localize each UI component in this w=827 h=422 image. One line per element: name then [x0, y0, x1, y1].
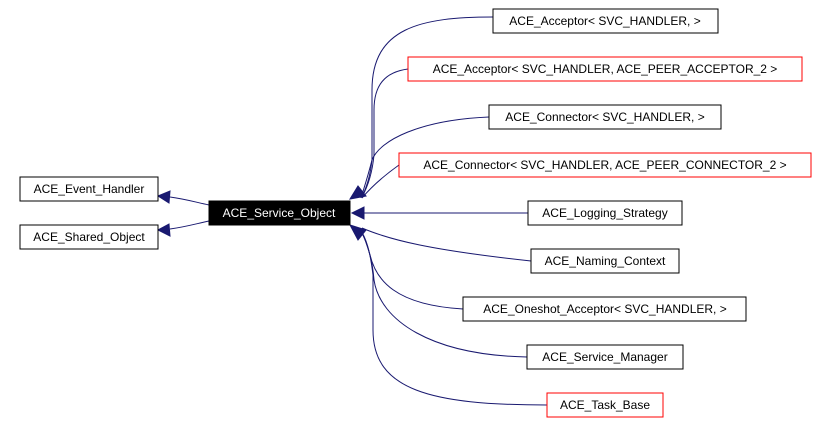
- node-shared-object[interactable]: ACE_Shared_Object: [19, 224, 159, 250]
- arrowhead-shared-object: [156, 223, 171, 237]
- node-event-handler[interactable]: ACE_Event_Handler: [19, 176, 159, 202]
- edge-to-event-handler: [169, 196, 210, 206]
- node-task-base[interactable]: ACE_Task_Base: [546, 392, 664, 418]
- node-label: ACE_Connector< SVC_HANDLER, >: [505, 110, 704, 124]
- node-label: ACE_Naming_Context: [545, 254, 666, 268]
- node-label: ACE_Task_Base: [560, 398, 650, 412]
- edge-oneshot-acceptor: [359, 228, 464, 310]
- node-service-object[interactable]: ACE_Service_Object: [208, 200, 351, 226]
- node-label: ACE_Logging_Strategy: [542, 206, 667, 220]
- edge-service-manager: [359, 228, 528, 358]
- edge-to-shared-object: [169, 220, 210, 230]
- node-acceptor-peer[interactable]: ACE_Acceptor< SVC_HANDLER, ACE_PEER_ACCE…: [407, 56, 803, 82]
- edges: [169, 16, 548, 406]
- node-logging-strategy[interactable]: ACE_Logging_Strategy: [527, 200, 683, 226]
- node-label: ACE_Oneshot_Acceptor< SVC_HANDLER, >: [483, 302, 726, 316]
- node-label: ACE_Event_Handler: [34, 182, 145, 196]
- node-acceptor-svc[interactable]: ACE_Acceptor< SVC_HANDLER, >: [492, 8, 719, 34]
- edge-task-base: [359, 228, 548, 406]
- node-label: ACE_Connector< SVC_HANDLER, ACE_PEER_CON…: [423, 158, 786, 172]
- edge-connector-svc: [360, 116, 490, 199]
- arrowhead-logging: [350, 206, 365, 220]
- node-naming-context[interactable]: ACE_Naming_Context: [530, 248, 680, 274]
- node-label: ACE_Acceptor< SVC_HANDLER, ACE_PEER_ACCE…: [433, 62, 778, 76]
- edge-naming-context: [361, 227, 532, 262]
- node-label: ACE_Service_Object: [223, 206, 336, 220]
- edge-acceptor-peer: [361, 68, 409, 198]
- node-label: ACE_Service_Manager: [542, 350, 667, 364]
- node-connector-peer[interactable]: ACE_Connector< SVC_HANDLER, ACE_PEER_CON…: [398, 152, 812, 178]
- node-label: ACE_Shared_Object: [33, 230, 145, 244]
- arrowheads: [156, 185, 367, 241]
- node-oneshot-acceptor[interactable]: ACE_Oneshot_Acceptor< SVC_HANDLER, >: [462, 296, 747, 322]
- arrowhead-upper-group: [348, 185, 367, 200]
- node-service-manager[interactable]: ACE_Service_Manager: [526, 344, 684, 370]
- edge-acceptor-svc: [361, 16, 494, 198]
- node-label: ACE_Acceptor< SVC_HANDLER, >: [509, 14, 700, 28]
- arrowhead-lower-group: [348, 224, 367, 241]
- node-connector-svc[interactable]: ACE_Connector< SVC_HANDLER, >: [488, 104, 722, 130]
- arrowhead-event-handler: [156, 190, 171, 204]
